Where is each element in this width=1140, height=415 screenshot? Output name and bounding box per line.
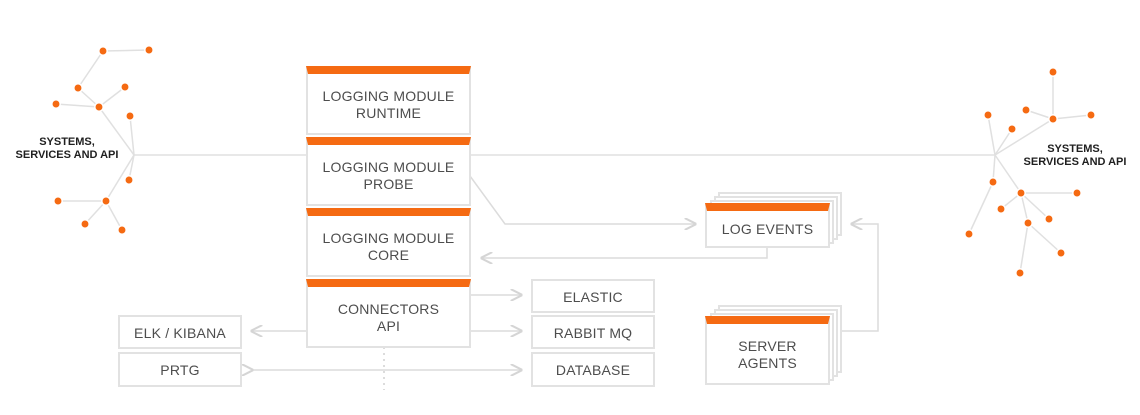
elk-kibana-box: ELK / KIBANA (118, 315, 242, 349)
events-to-core-arrow (482, 247, 768, 258)
network-node (117, 225, 127, 235)
network-node (1021, 105, 1031, 115)
network-node (1072, 188, 1082, 198)
left-network-nodes (51, 45, 154, 235)
elastic-box: ELASTIC (531, 279, 655, 313)
prtg-box: PRTG (118, 352, 242, 387)
rabbit-mq-box: RABBIT MQ (531, 315, 655, 349)
logging-module-runtime-box: LOGGING MODULE RUNTIME (306, 66, 471, 135)
network-node (144, 45, 154, 55)
log-events-label: LOG EVENTS (721, 221, 814, 237)
logging-module-probe-box: LOGGING MODULE PROBE (306, 137, 471, 206)
elastic-label: ELASTIC (563, 288, 623, 305)
network-node (98, 46, 108, 56)
database-box: DATABASE (531, 352, 655, 387)
network-node (120, 82, 130, 92)
network-node (80, 219, 90, 229)
prtg-label: PRTG (160, 362, 200, 378)
network-node (1086, 110, 1096, 120)
network-node (1007, 124, 1017, 134)
logging-module-core-box: LOGGING MODULE CORE (306, 208, 471, 277)
network-node (124, 175, 134, 185)
network-node (983, 110, 993, 120)
core-label: LOGGING MODULE CORE (322, 229, 455, 263)
network-node (73, 83, 83, 93)
systems-label-left: SYSTEMS, SERVICES AND API (15, 136, 119, 161)
probe-label: LOGGING MODULE PROBE (322, 158, 455, 192)
probe-to-events-arrow (469, 175, 695, 224)
log-events-box: LOG EVENTS (705, 203, 830, 248)
network-node (51, 99, 61, 109)
server-agents-box: SERVER AGENTS (705, 316, 830, 385)
database-label: DATABASE (555, 362, 631, 378)
network-node (1023, 218, 1033, 228)
network-node (1048, 114, 1058, 124)
network-node (988, 177, 998, 187)
server-agents-label: SERVER AGENTS (738, 337, 797, 371)
network-node (101, 196, 111, 206)
network-node (996, 204, 1006, 214)
network-node (53, 196, 63, 206)
network-node (125, 111, 135, 121)
right-network-tree (968, 72, 1092, 274)
network-node (1056, 248, 1066, 258)
connectors-api-box: CONNECTORS API (306, 279, 471, 348)
network-node (1015, 268, 1025, 278)
network-node (1048, 67, 1058, 77)
network-node (94, 102, 104, 112)
systems-label-right: SYSTEMS, SERVICES AND API (1023, 143, 1127, 168)
network-node (1044, 214, 1054, 224)
connectors-label: CONNECTORS API (337, 300, 440, 334)
elk-kibana-label: ELK / KIBANA (134, 324, 226, 341)
rabbit-mq-label: RABBIT MQ (553, 324, 633, 341)
network-node (964, 229, 974, 239)
network-node (1016, 188, 1026, 198)
agents-to-events-arrow (840, 224, 879, 332)
right-network-nodes (964, 67, 1096, 278)
runtime-label: LOGGING MODULE RUNTIME (322, 87, 455, 121)
